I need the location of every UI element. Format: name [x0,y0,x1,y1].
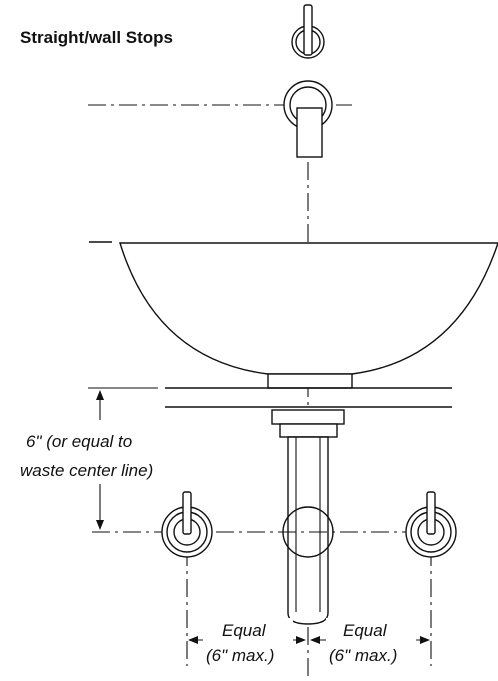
right-equal-label-line1: Equal [343,621,388,640]
center-pipe-outline [282,506,334,558]
left-equal-label-line1: Equal [222,621,267,640]
drain-assembly [271,409,345,625]
height-label-line2: waste center line) [20,461,153,480]
right-equal-label-line2: (6" max.) [329,646,397,665]
vessel-bowl [89,241,498,389]
left-equal-label-line2: (6" max.) [206,646,274,665]
right-stop-valve [405,491,457,666]
height-label-line1: 6" (or equal to [26,432,132,451]
wall-spout [283,80,333,158]
spacing-dimension: Equal (6" max.) Equal (6" max.) [188,618,430,665]
diagram-title: Straight/wall Stops [20,28,173,47]
countertop [165,387,452,408]
height-dimension: 6" (or equal to waste center line) [20,387,158,530]
top-stop-valve [291,4,325,59]
left-stop-valve [161,491,213,666]
